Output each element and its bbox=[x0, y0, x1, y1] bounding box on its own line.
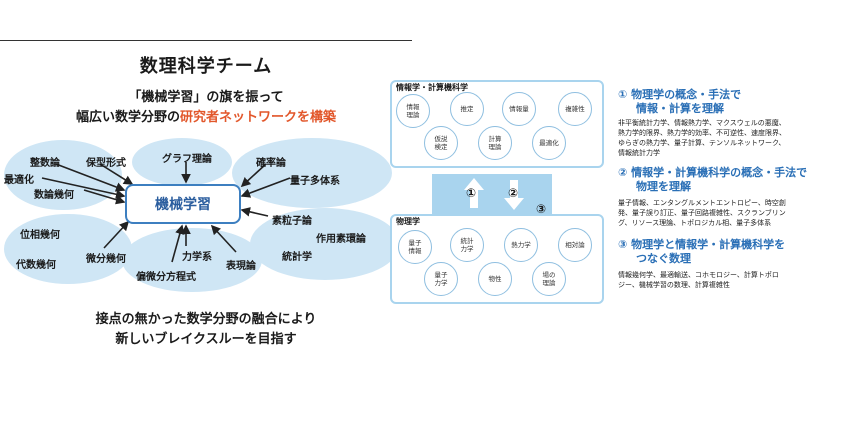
arrow-connector-band bbox=[432, 174, 552, 214]
circle-quantum-mechanics: 量子 力学 bbox=[424, 262, 458, 296]
topic-sayoso: 作用素環論 bbox=[316, 234, 366, 245]
panel-physics-label: 物理学 bbox=[396, 217, 420, 226]
item3-title-a: ③ 物理学と情報学・計算機科学を bbox=[618, 238, 786, 251]
item3-title-b: つなぐ数理 bbox=[636, 252, 691, 265]
circle-hypothesis-testing: 仮説 検定 bbox=[424, 126, 458, 160]
circle-information-quantity: 情報量 bbox=[502, 92, 536, 126]
circle-statistical-mechanics: 統計 力学 bbox=[450, 228, 484, 262]
subtitle-highlight: 研究者ネットワークを構築 bbox=[180, 110, 337, 125]
topic-graph: グラフ理論 bbox=[162, 154, 212, 165]
item3-body-0: 情報幾何学、最適輸送、コホモロジー、計算トポロ bbox=[618, 271, 779, 279]
arrow-seisuron bbox=[55, 163, 126, 192]
circle-info-theory: 情報 理論 bbox=[396, 94, 430, 128]
item1-body-1: 熱力学的限界、熱力学的効率、不可逆性、速度限界、 bbox=[618, 129, 786, 137]
item3-body-1: ジー、機械学習の数理、計算複雑性 bbox=[618, 281, 730, 289]
conclusion-line-1: 接点の無かった数学分野の融合により bbox=[95, 312, 317, 327]
cloud-bottom-middle bbox=[122, 228, 262, 292]
top-rule bbox=[0, 40, 412, 41]
arrow-henbibun bbox=[171, 224, 185, 263]
arrow-ryoshi bbox=[240, 177, 291, 198]
arrow-suronkika bbox=[83, 189, 126, 205]
circle-quantum-information: 量子 情報 bbox=[398, 230, 432, 264]
label-three: ③ bbox=[536, 202, 547, 216]
circle-condensed-matter: 物性 bbox=[478, 262, 512, 296]
cloud-top-left bbox=[4, 140, 122, 210]
up-arrow-icon bbox=[464, 178, 484, 208]
arrow-hoshokeishiki bbox=[99, 163, 134, 185]
topic-bibunkika: 微分幾何 bbox=[86, 254, 126, 265]
topic-tokei: 統計学 bbox=[282, 252, 312, 263]
topic-ryoshi: 量子多体系 bbox=[290, 176, 340, 187]
item2-body-1: 発、量子誤り訂正、量子回路複雑性、スクランブリン bbox=[618, 209, 786, 217]
topic-suronkika: 数論幾何 bbox=[34, 190, 74, 201]
up-down-arrows bbox=[464, 178, 524, 210]
arrow-bibunkika bbox=[103, 220, 130, 249]
conclusion-line-2: 新しいブレイクスルーを目指す bbox=[115, 332, 297, 347]
center-topic-machine-learning: 機械学習 bbox=[125, 184, 241, 224]
circle-thermodynamics: 熱力学 bbox=[504, 228, 538, 262]
label-two: ② bbox=[508, 186, 519, 200]
arrow-saitekika bbox=[41, 177, 126, 199]
topic-hyogen: 表現論 bbox=[226, 261, 256, 272]
cloud-bottom-left bbox=[4, 214, 132, 284]
topic-hoshokeishiki: 保型形式 bbox=[86, 158, 126, 169]
topic-daisukika: 代数幾何 bbox=[16, 260, 56, 271]
panel-information-science-label: 情報学・計算機科学 bbox=[396, 83, 468, 92]
subtitle-plain: 幅広い数学分野の bbox=[75, 110, 180, 125]
topic-saitekika: 最適化 bbox=[4, 175, 34, 186]
down-arrow-icon bbox=[504, 180, 524, 210]
item1-title-b: 情報・計算を理解 bbox=[636, 102, 724, 115]
circle-computation-theory: 計算 理論 bbox=[478, 126, 512, 160]
topic-rikigaku: 力学系 bbox=[182, 252, 212, 263]
item1-body-2: ゆらぎの熱力学、量子計算、テンソルネットワーク、 bbox=[618, 139, 786, 147]
circle-relativity: 相対論 bbox=[558, 228, 592, 262]
item2-body-0: 量子情報、エンタングルメントエントロピー、時空創 bbox=[618, 199, 786, 207]
arrow-hyogen bbox=[210, 224, 237, 253]
circle-estimation: 推定 bbox=[450, 92, 484, 126]
arrow-kakuritsu bbox=[240, 163, 267, 188]
subtitle-line-1: 「機械学習」の旗を振って bbox=[128, 90, 284, 105]
item1-title-a: ① 物理学の概念・手法で bbox=[618, 88, 742, 101]
cloud-bottom-right bbox=[250, 208, 400, 280]
topic-seisuron: 整数論 bbox=[30, 158, 60, 169]
item2-title-b: 物理を理解 bbox=[636, 180, 691, 193]
cloud-top-right bbox=[232, 138, 392, 208]
arrows-layer bbox=[41, 162, 291, 263]
arrow-soryushi bbox=[240, 207, 269, 217]
page-title: 数理科学チーム bbox=[139, 56, 273, 77]
topic-henbibun: 偏微分方程式 bbox=[136, 272, 196, 283]
item1-body-3: 情報統計力学 bbox=[618, 149, 660, 157]
topic-kakuritsu: 確率論 bbox=[256, 158, 286, 169]
label-one: ① bbox=[466, 186, 477, 200]
subtitle-line-2: 幅広い数学分野の研究者ネットワークを構築 bbox=[0, 106, 412, 125]
item2-title-a: ② 情報学・計算機科学の概念・手法で bbox=[618, 166, 808, 179]
topic-soryushi: 素粒子論 bbox=[272, 216, 312, 227]
item2-body-2: グ、リソース理論、トポロジカル相、量子多体系 bbox=[618, 219, 772, 227]
topic-isokika: 位相幾何 bbox=[20, 230, 60, 241]
circle-field-theory: 場の 理論 bbox=[532, 262, 566, 296]
circle-complexity: 複雑性 bbox=[558, 92, 592, 126]
circle-optimization: 最適化 bbox=[532, 126, 566, 160]
item1-body-0: 非平衡統計力学、情報熱力学、マクスウェルの悪魔、 bbox=[618, 119, 786, 127]
